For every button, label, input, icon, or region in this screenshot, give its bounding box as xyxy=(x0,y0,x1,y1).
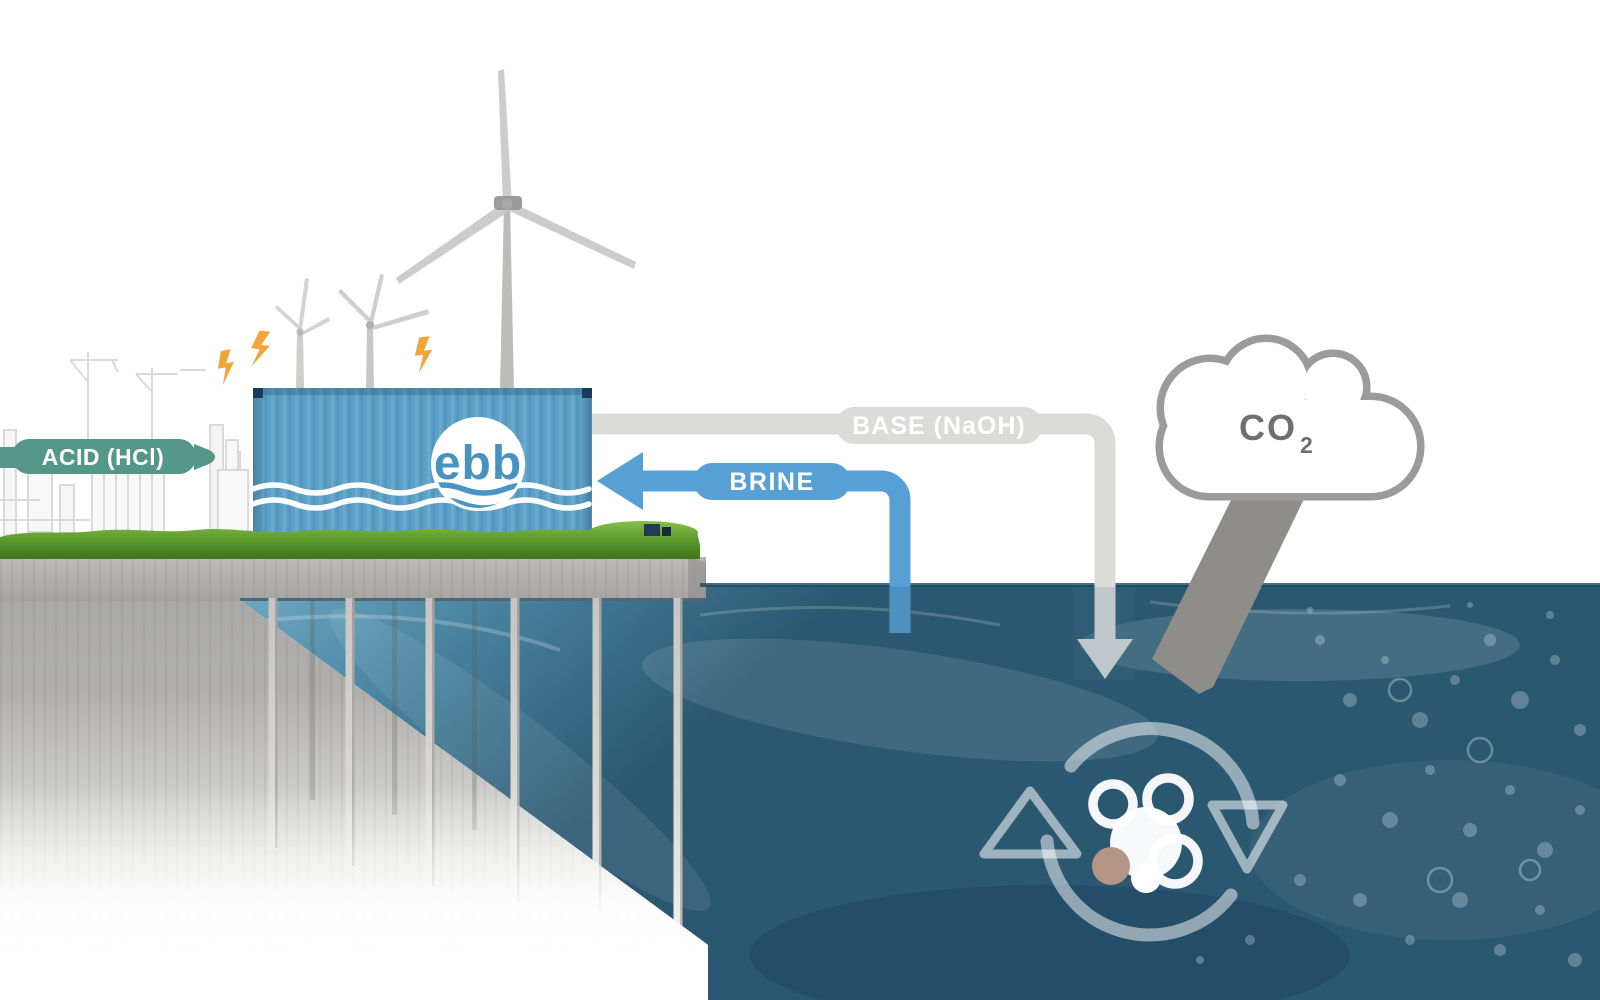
pier-deck-texture xyxy=(0,557,706,601)
dock-equipment xyxy=(644,524,660,536)
molecule-icon xyxy=(1088,773,1203,893)
industrial-plant-sketch xyxy=(0,352,249,538)
water-surface-line xyxy=(700,583,1600,587)
ocean-water xyxy=(240,585,1600,1000)
pier-pillar xyxy=(592,598,602,920)
cycle-arc-top xyxy=(1064,722,1260,830)
acid-pill xyxy=(12,439,196,474)
brine-pill xyxy=(694,463,850,500)
ebb-logo: ebb xyxy=(431,417,525,511)
wind-turbine-medium xyxy=(338,274,429,390)
atom-small xyxy=(1131,863,1161,893)
pier-deck-edge xyxy=(688,557,706,601)
pier-pillar xyxy=(510,598,520,905)
co2-cloud-icon: CO 2 xyxy=(1155,334,1425,501)
cycle-arrowhead-down-icon xyxy=(1207,800,1288,874)
co2-subscript-text: 2 xyxy=(1300,432,1313,458)
energy-group xyxy=(217,330,433,386)
base-pill xyxy=(836,407,1042,444)
brine-arrowhead-icon xyxy=(597,452,643,510)
base-arrowhead-icon xyxy=(1077,639,1133,679)
brine-label-text: BRINE xyxy=(729,468,814,496)
base-label-text: BASE (NaOH) xyxy=(852,412,1026,440)
corner-casting xyxy=(582,388,592,398)
base-pipe xyxy=(592,413,1116,641)
atom-ring xyxy=(1147,833,1203,889)
wind-turbine-small xyxy=(275,278,330,388)
atom-ring xyxy=(1088,779,1138,829)
brine-pipe-arrow: BRINE xyxy=(597,452,912,634)
acid-pipe-label: ACID (HCl) xyxy=(0,439,215,474)
acid-pipe-tip xyxy=(194,444,215,470)
acid-label-text: ACID (HCl) xyxy=(42,444,165,470)
atom-tan xyxy=(1092,847,1130,885)
cycle-arrowhead-up-icon xyxy=(979,786,1082,859)
co2-label-text: CO xyxy=(1239,407,1297,448)
base-pipe-arrow: BASE (NaOH) xyxy=(592,407,1135,680)
bubbles-texture xyxy=(1196,602,1586,967)
pier-pillar xyxy=(673,598,683,938)
wind-turbine-large xyxy=(396,69,636,390)
lightning-bolt-icon xyxy=(251,330,271,367)
lightning-bolt-icon xyxy=(217,349,234,386)
waterline-under-pier xyxy=(240,598,706,601)
corner-casting xyxy=(253,388,263,398)
cliff-fade xyxy=(0,600,708,1000)
crane-icon xyxy=(69,352,119,455)
ebb-container: ebb xyxy=(250,388,592,542)
dock-equipment xyxy=(662,527,671,536)
cycle-arc-bottom xyxy=(1040,834,1238,942)
wave-lines xyxy=(250,482,592,511)
grass-strip xyxy=(0,521,700,559)
co2-injection-arrow xyxy=(1152,470,1318,694)
container-ribs xyxy=(253,388,592,542)
lightning-bolt-icon xyxy=(414,336,433,374)
brine-pipe xyxy=(642,470,911,633)
carbon-cycle-icon xyxy=(979,722,1288,942)
ebb-logo-text: ebb xyxy=(434,437,522,490)
